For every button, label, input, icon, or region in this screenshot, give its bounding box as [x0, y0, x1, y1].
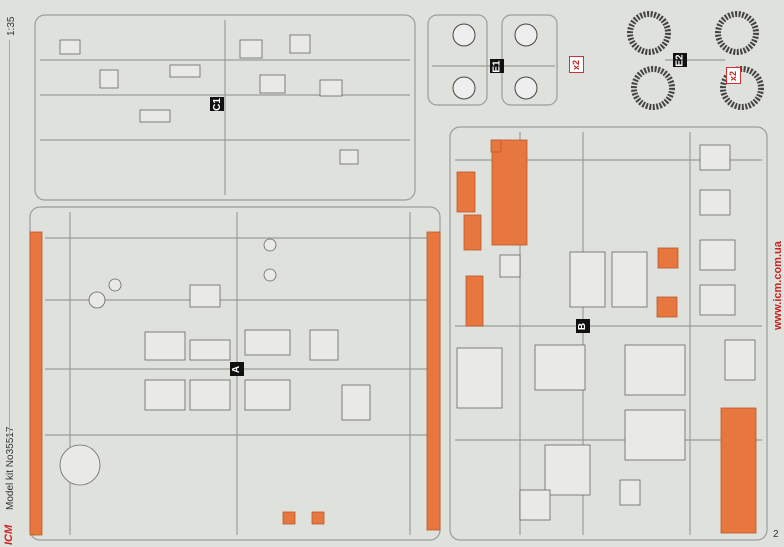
- model-kit-number: Model kit No35517: [5, 426, 16, 510]
- page-number: 2: [773, 529, 779, 540]
- website: www.icm.com.ua: [772, 241, 784, 330]
- sprue-label-a: A: [230, 362, 244, 376]
- sprue-label-c1: C1: [210, 97, 224, 111]
- icm-logo: ICM: [3, 524, 15, 545]
- sprue-b-frame: [449, 126, 768, 541]
- sprue-label-e1: E1: [490, 59, 504, 73]
- sprue-c1-frame: [34, 14, 416, 201]
- scale-label: 1:35: [6, 16, 17, 36]
- tires: [627, 11, 764, 110]
- sprue-label-b: B: [576, 319, 590, 333]
- wheel-hubs: [452, 23, 538, 100]
- sprue-label-e2: E2: [673, 53, 687, 67]
- quantity-badge-e1: x2: [569, 56, 584, 73]
- sprue-e1-frame-left: [427, 14, 488, 106]
- quantity-badge-e2: x2: [726, 67, 741, 84]
- edge-rule: [9, 40, 10, 440]
- plastic-parts: [59, 34, 756, 521]
- highlighted-parts: [29, 139, 757, 536]
